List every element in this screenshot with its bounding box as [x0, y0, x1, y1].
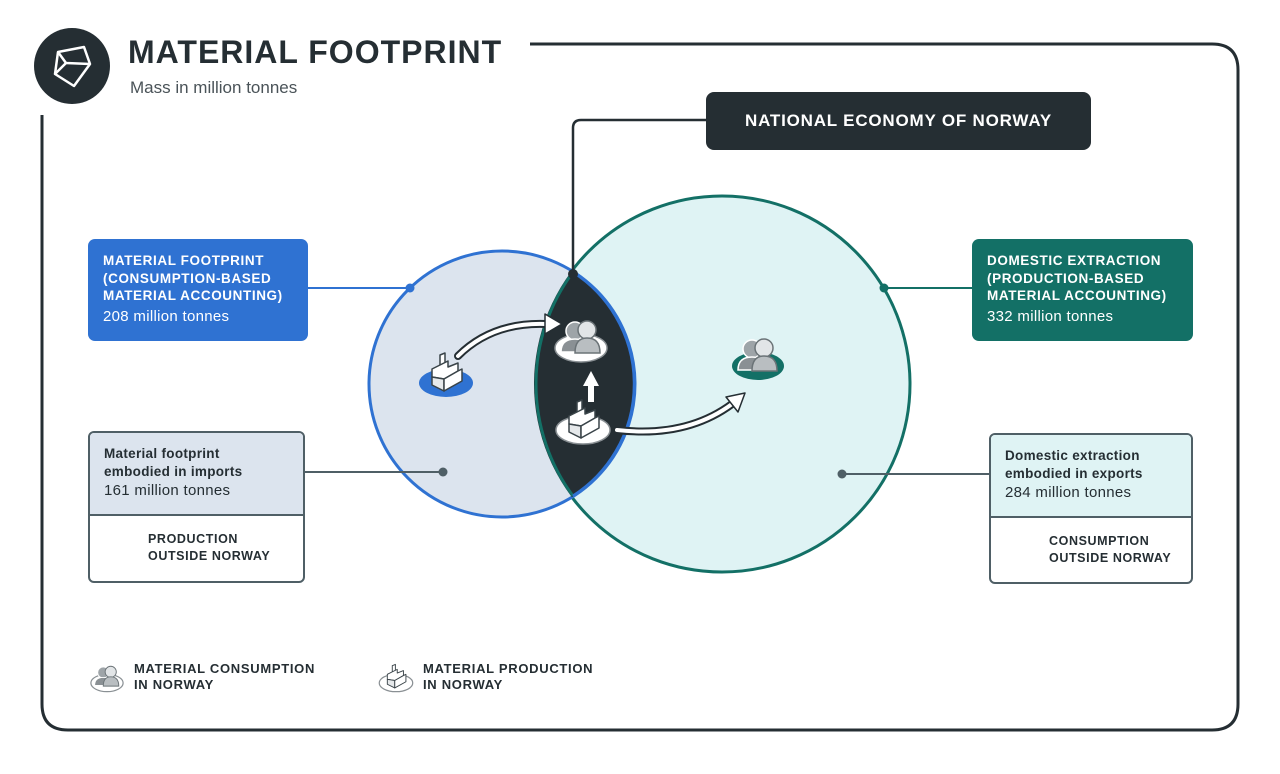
- factory-icon: [555, 399, 611, 445]
- people-icon: [90, 665, 124, 693]
- import-flow-arrow: [454, 313, 563, 360]
- economy-connector: [571, 118, 706, 274]
- page-subtitle: Mass in million tonnes: [130, 78, 298, 97]
- cube-outline-icon: [53, 45, 92, 88]
- page-title: MATERIAL FOOTPRINT: [128, 34, 503, 70]
- economy-label: NATIONAL ECONOMY OF NORWAY: [706, 92, 1091, 150]
- material-footprint-box: MATERIAL FOOTPRINT (CONSUMPTION-BASED MA…: [88, 239, 308, 341]
- material-footprint-heading: MATERIAL FOOTPRINT (CONSUMPTION-BASED MA…: [103, 253, 283, 303]
- imports-box: Material footprint embodied in imports 1…: [88, 431, 305, 583]
- material-footprint-value: 208 million tonnes: [103, 307, 230, 325]
- domestic-extraction-heading: DOMESTIC EXTRACTION (PRODUCTION-BASED MA…: [987, 253, 1167, 303]
- domestic-flow-arrow: [583, 371, 599, 402]
- legend-production-label: MATERIAL PRODUCTION IN NORWAY: [423, 661, 594, 692]
- exports-heading: Domestic extraction embodied in exports: [1005, 448, 1143, 481]
- people-icon: [732, 338, 784, 380]
- logo-circle: [34, 28, 110, 104]
- frame-border: [40, 42, 1240, 732]
- people-icon: [554, 320, 608, 363]
- domestic-extraction-box: DOMESTIC EXTRACTION (PRODUCTION-BASED MA…: [972, 239, 1193, 341]
- factory-icon: [419, 352, 473, 397]
- imports-value: 161 million tonnes: [104, 482, 231, 499]
- legend-consumption-label: MATERIAL CONSUMPTION IN NORWAY: [134, 661, 316, 692]
- imports-sub-label: PRODUCTION OUTSIDE NORWAY: [148, 532, 271, 563]
- export-flow-arrow: [613, 392, 746, 436]
- economy-label-text: NATIONAL ECONOMY OF NORWAY: [745, 111, 1052, 130]
- domestic-extraction-value: 332 million tonnes: [987, 307, 1114, 325]
- factory-icon: [378, 663, 414, 693]
- exports-box: Domestic extraction embodied in exports …: [989, 433, 1193, 584]
- exports-value: 284 million tonnes: [1005, 484, 1132, 501]
- imports-heading: Material footprint embodied in imports: [104, 446, 243, 479]
- exports-sub-label: CONSUMPTION OUTSIDE NORWAY: [1049, 534, 1172, 565]
